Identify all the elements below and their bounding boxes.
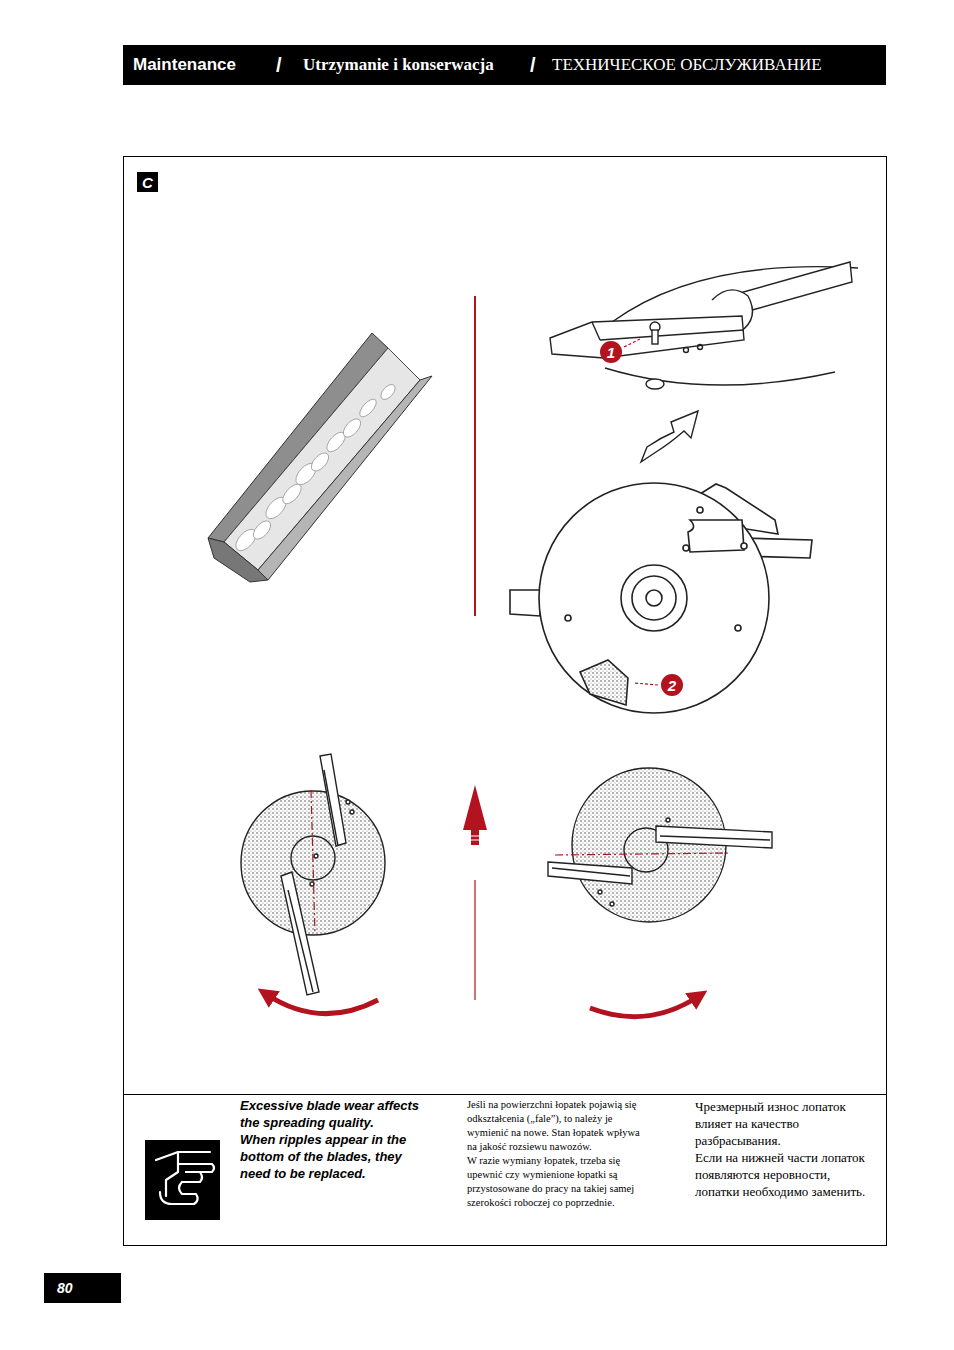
drawing-part xyxy=(683,545,689,551)
red-divider xyxy=(474,296,476,616)
frame xyxy=(124,157,887,1246)
drawing-part xyxy=(632,576,676,620)
header-title: ТЕХНИЧЕСКОЕ ОБСЛУЖИВАНИЕ xyxy=(552,54,822,76)
note-text: Jeśli na powierzchni łopatek pojawią się… xyxy=(467,1098,647,1154)
section-letter: C xyxy=(137,172,158,192)
drawing-part xyxy=(250,518,274,542)
drawing-part xyxy=(697,507,703,513)
drawing-part xyxy=(357,396,379,419)
header-band: Maintenance / Utrzymanie i konserwacja / ТЕХ… xyxy=(123,45,886,85)
rotation-arrow xyxy=(590,996,699,1017)
drawing-part xyxy=(160,1182,198,1204)
divider xyxy=(124,1094,887,1095)
drawing-part xyxy=(320,754,346,846)
drawing-part xyxy=(621,565,687,631)
page-number: 80 xyxy=(44,1273,121,1303)
header-title: Maintenance xyxy=(133,54,236,76)
drawing-part xyxy=(470,840,480,841)
drawing-part xyxy=(145,1140,220,1220)
drawing-part xyxy=(510,590,540,616)
note-text: W razie wymiany łopatek, trzeba się upew… xyxy=(467,1154,647,1210)
drawing-part xyxy=(600,330,744,340)
drawing-part xyxy=(656,826,772,848)
drawing-part xyxy=(565,615,571,621)
disc-right-rotation xyxy=(548,768,772,922)
drawing-part xyxy=(684,348,689,353)
callout-number-text: 2 xyxy=(668,678,676,693)
note-column: Чрезмерный износ лопаток влияет на качес… xyxy=(695,1098,867,1200)
drawing-part xyxy=(156,1152,210,1160)
blade-mounting xyxy=(550,262,858,389)
drawing-part xyxy=(741,543,747,549)
drawing-part xyxy=(646,379,664,389)
drawing-part xyxy=(178,1164,214,1172)
callout-number: 2 xyxy=(661,674,683,696)
drawing-part xyxy=(698,345,703,350)
note-text: When ripples appear in the bottom of the… xyxy=(240,1131,422,1182)
drawing-part xyxy=(308,450,332,474)
drawing-part xyxy=(182,1172,202,1182)
drawing-part xyxy=(378,382,397,402)
axis-line xyxy=(555,853,730,855)
page-number-text: 80 xyxy=(57,1281,73,1295)
drawing-part xyxy=(346,800,350,804)
drawing-part xyxy=(592,322,600,340)
worn-blade xyxy=(208,333,432,582)
drawing-part xyxy=(470,836,480,837)
leader-line xyxy=(634,683,658,685)
callout-number: 1 xyxy=(600,341,622,363)
drawing-part xyxy=(288,890,313,992)
drawing-part xyxy=(241,791,385,935)
drawing-part xyxy=(605,368,835,385)
drawing-part xyxy=(598,890,602,894)
spreading-disc xyxy=(510,483,812,713)
note-text: Если на нижней части лопаток появляются … xyxy=(695,1149,867,1200)
note-column: Jeśli na powierzchni łopatek pojawią się… xyxy=(467,1098,647,1210)
rotation-arrow xyxy=(266,994,378,1014)
disc-left-rotation xyxy=(241,754,385,995)
header-title: Utrzymanie i konserwacja xyxy=(303,54,494,76)
drawing-part xyxy=(610,902,614,906)
note-icon xyxy=(145,1140,220,1220)
drawing-part xyxy=(688,520,744,552)
section-letter-text: C xyxy=(142,175,153,190)
drawing-part xyxy=(552,868,630,876)
drawing-part xyxy=(224,348,420,570)
note-text: Чрезмерный износ лопаток влияет на качес… xyxy=(695,1098,867,1149)
drawing-part xyxy=(548,862,632,884)
drawing-part xyxy=(156,1152,214,1204)
drawing-part xyxy=(166,1152,178,1196)
red-divider xyxy=(474,880,475,1000)
drawing-part xyxy=(646,590,662,606)
callout-number-text: 1 xyxy=(607,345,615,360)
leader-line xyxy=(624,339,640,347)
drawing-part xyxy=(735,625,741,631)
separator: / xyxy=(530,54,536,76)
drawing-part xyxy=(324,770,338,846)
drawing-part xyxy=(660,836,770,840)
drawing-part xyxy=(652,330,658,344)
note-text: Excessive blade wear affects the spreadi… xyxy=(240,1097,422,1131)
note-column: Excessive blade wear affects the spreadi… xyxy=(240,1097,422,1182)
drawing-part xyxy=(340,416,364,440)
drawing-part xyxy=(314,854,318,858)
drawing-part xyxy=(258,376,432,580)
axis-line xyxy=(311,790,315,935)
drawing-part xyxy=(350,810,354,814)
separator: / xyxy=(276,54,282,76)
drawing-part xyxy=(666,818,670,822)
curved-arrow xyxy=(641,411,698,462)
drawing-part xyxy=(550,316,744,358)
drawing-part xyxy=(539,483,769,713)
drawing-part xyxy=(232,382,398,554)
up-arrow xyxy=(463,785,487,845)
drawing-part xyxy=(580,660,628,705)
